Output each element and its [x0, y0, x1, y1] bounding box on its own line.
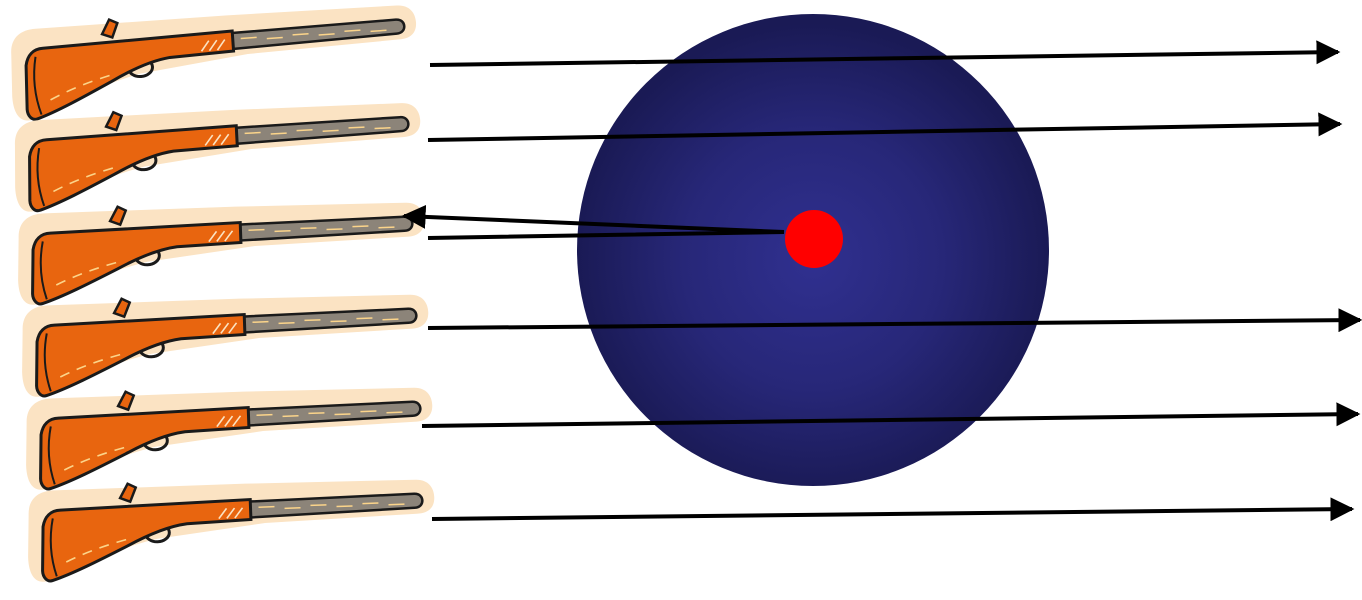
trajectory-arrow	[432, 509, 1352, 519]
rifle-group	[7, 0, 436, 582]
rifle-icon	[11, 96, 423, 212]
rifle-icon	[7, 0, 421, 121]
rifle-icon	[20, 288, 431, 397]
nucleus-dot	[785, 210, 843, 268]
rifle-icon	[16, 196, 427, 305]
rifle-icon	[24, 381, 435, 490]
rifle-icon	[26, 473, 437, 582]
